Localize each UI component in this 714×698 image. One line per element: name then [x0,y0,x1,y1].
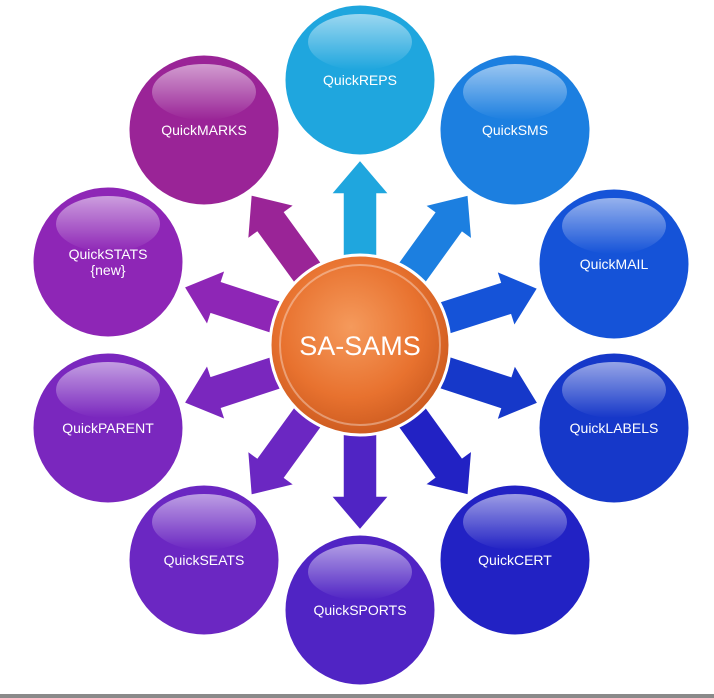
arrow-to-quickreps [329,158,391,268]
node-quickcert: QuickCERT [437,482,593,638]
bottom-rule [0,694,714,698]
arrow-to-quickmail [428,269,539,339]
quickreps-gloss [308,14,412,70]
quickstats-gloss [56,196,160,252]
arrow-to-quickmarks [246,193,329,293]
quickmail-label: QuickMAIL [580,256,649,272]
node-quickmarks: QuickMARKS [126,52,282,208]
quickcert-gloss [463,494,567,550]
node-quicksms: QuickSMS [437,52,593,208]
arrow-to-quicksms [390,193,473,293]
node-quickstats: QuickSTATS{new} [30,184,186,340]
hub-node: SA-SAMS [268,253,452,437]
quicklabels-label: QuickLABELS [570,420,659,436]
quickmail-gloss [562,198,666,254]
arrow-to-quicklabels [427,352,540,422]
arrows-layer [182,158,540,532]
quickstats-label: QuickSTATS [69,246,148,262]
quickcert-label: QuickCERT [478,552,552,568]
node-quickparent: QuickPARENT [30,350,186,506]
quickreps-label: QuickREPS [323,72,397,88]
arrow-to-quicksports [329,422,391,532]
quickmarks-label: QuickMARKS [161,122,247,138]
quickparent-gloss [56,362,160,418]
quickseats-gloss [152,494,256,550]
quicklabels-gloss [562,362,666,418]
node-quicksports: QuickSPORTS [282,532,438,688]
arrow-to-quickstats [182,268,293,338]
hub-label: SA-SAMS [299,331,421,361]
node-quickreps: QuickREPS [282,2,438,158]
arrow-to-quickcert [390,397,473,497]
quicksports-label: QuickSPORTS [313,602,406,618]
node-quicklabels: QuickLABELS [536,350,692,506]
hub-circle [268,253,452,437]
hub-inner-ring [279,264,441,426]
node-quickmail: QuickMAIL [536,186,692,342]
nodes-layer: QuickREPS QuickSMS QuickMAIL QuickLABELS Qui… [30,2,692,688]
quickstats-label: {new} [90,262,125,278]
quickparent-label: QuickPARENT [62,420,154,436]
arrow-to-quickparent [182,352,293,422]
arrow-to-quickseats [246,397,329,497]
quicksms-gloss [463,64,567,120]
quicksms-label: QuickSMS [482,122,548,138]
quicksports-gloss [308,544,412,600]
node-quickseats: QuickSEATS [126,482,282,638]
quickseats-label: QuickSEATS [164,552,245,568]
quickmarks-gloss [152,64,256,120]
